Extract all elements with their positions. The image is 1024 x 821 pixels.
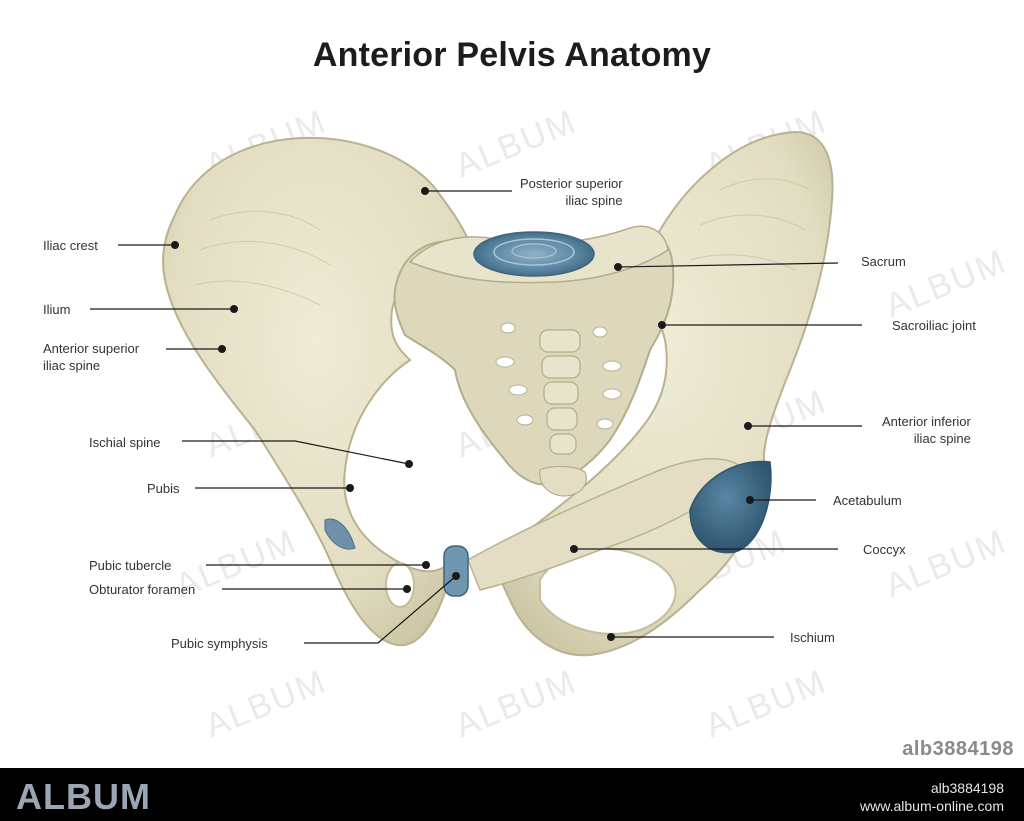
label-ischium: Ischium: [790, 630, 835, 645]
album-logo[interactable]: ALBUM: [16, 776, 151, 817]
label-acetabulum: Acetabulum: [833, 493, 902, 508]
left-ilium: [162, 136, 472, 647]
label-pubic-symphysis: Pubic symphysis: [171, 636, 268, 651]
label-line: iliac spine: [43, 358, 101, 373]
stock-id: alb3884198: [902, 738, 1014, 760]
label-line: Posterior superior: [520, 176, 623, 191]
pubic-symphysis-cartilage: [443, 545, 469, 597]
footer-image-id: alb3884198: [930, 780, 1004, 796]
label-coccyx: Coccyx: [863, 542, 906, 557]
left-acetabulum: [324, 518, 356, 550]
disc-ring: [493, 238, 575, 266]
label-obturator-foramen: Obturator foramen: [89, 582, 196, 597]
label-ilium: Ilium: [43, 302, 71, 317]
label-posterior-superior-iliac-spine: Posterior superior iliac spine: [520, 175, 623, 209]
label-sacroiliac-joint: Sacroiliac joint: [892, 318, 976, 333]
label-ischial-spine: Ischial spine: [89, 435, 161, 450]
acetabulum-socket: [689, 460, 772, 554]
leader-lines: [90, 190, 862, 644]
pelvis-illustration: [90, 130, 862, 657]
bone-hatching: [194, 178, 811, 306]
label-anterior-inferior-iliac-spine: Anterior inferior iliac spine: [882, 413, 971, 447]
label-line: iliac spine: [565, 193, 623, 208]
footer-url-link[interactable]: www.album-online.com: [860, 798, 1004, 814]
label-anterior-superior-iliac-spine: Anterior superior iliac spine: [43, 340, 139, 374]
label-line: iliac spine: [913, 431, 971, 446]
leader-dots: [171, 187, 754, 641]
label-line: Anterior inferior: [882, 414, 971, 429]
label-pubis: Pubis: [147, 481, 180, 496]
left-obturator-hole: [385, 562, 415, 608]
sacral-segments: [539, 329, 581, 455]
label-pubic-tubercle: Pubic tubercle: [89, 558, 172, 573]
label-iliac-crest: Iliac crest: [43, 238, 98, 253]
page-title: Anterior Pelvis Anatomy: [312, 36, 712, 74]
sacral-foramina: [495, 322, 622, 430]
label-sacrum: Sacrum: [861, 254, 906, 269]
footer-bar: ALBUM alb3884198 www.album-online.com: [0, 768, 1024, 821]
label-line: Anterior superior: [43, 341, 140, 356]
coccyx-shape: [539, 465, 587, 497]
disc-ring: [511, 243, 557, 259]
